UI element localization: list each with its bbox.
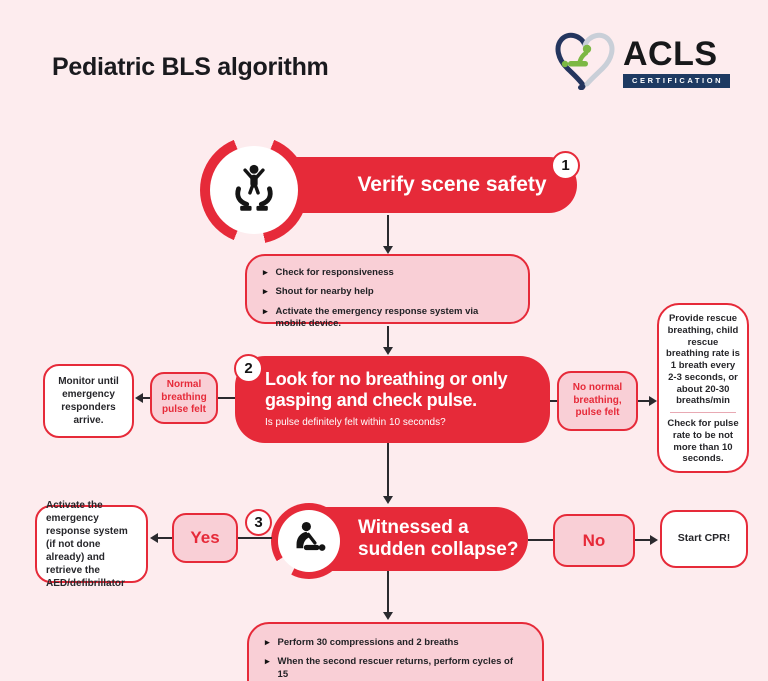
branch2-right-condition: No normal breathing, pulse felt [557, 371, 638, 431]
connector-line [387, 326, 389, 348]
step3-badge: 3 [245, 509, 272, 536]
assess-box: Check for responsiveness Shout for nearb… [245, 254, 530, 329]
branch3-right-condition: No [553, 514, 635, 567]
branch2-left-condition: Normal breathing pulse felt [150, 372, 218, 424]
bullet-arrow-icon [265, 656, 270, 681]
step2-badge: 2 [234, 354, 263, 383]
connector-line [550, 400, 557, 402]
connector-line [143, 397, 150, 399]
arrowhead-left-icon [150, 533, 158, 543]
bullet-arrow-icon [263, 286, 268, 298]
step3-title: Witnessed a sudden collapse? [358, 517, 519, 560]
branch2-left-outcome: Monitor until emergency responders arriv… [43, 364, 134, 438]
step3-icon-circle [278, 510, 340, 572]
connector-line [387, 571, 389, 612]
list-item: Check for responsiveness [263, 267, 512, 279]
step1-badge: 1 [551, 151, 580, 180]
connector-line [635, 539, 650, 541]
branch3-left-outcome: Activate the emergency response system (… [35, 500, 148, 589]
step2-box: Look for no breathing or only gasping an… [235, 356, 550, 443]
step1-icon-circle [210, 146, 298, 234]
arrowhead-left-icon [135, 393, 143, 403]
cpr-icon [288, 518, 330, 565]
connector-line [158, 537, 172, 539]
bullet-arrow-icon [265, 637, 270, 649]
cpr-steps-box: Perform 30 compressions and 2 breaths Wh… [247, 622, 544, 681]
connector-line [238, 537, 272, 539]
arrowhead-down-icon [383, 246, 393, 254]
logo-brand: ACLS [623, 35, 718, 74]
rescue-breathing-text: Provide rescue breathing, child rescue b… [666, 313, 740, 407]
list-item: When the second rescuer returns, perform… [265, 656, 526, 681]
branch2-right-outcome: Provide rescue breathing, child rescue b… [657, 303, 749, 473]
connector-line [387, 443, 389, 496]
arrowhead-down-icon [383, 496, 393, 504]
list-item: Activate the emergency response system v… [263, 306, 512, 331]
step2-title: Look for no breathing or only gasping an… [265, 369, 508, 410]
arrowhead-right-icon [650, 535, 658, 545]
list-item: Perform 30 compressions and 2 breaths [265, 637, 526, 649]
logo-tagline: CERTIFICATION [623, 74, 731, 88]
list-item: Shout for nearby help [263, 286, 512, 298]
arrowhead-down-icon [383, 612, 393, 620]
arrowhead-down-icon [383, 347, 393, 355]
branch3-right-outcome: Start CPR! [660, 510, 748, 568]
divider [670, 412, 736, 414]
page-title: Pediatric BLS algorithm [52, 53, 329, 81]
step1-title: Verify scene safety [357, 173, 547, 196]
connector-line [387, 215, 389, 248]
connector-line [218, 397, 235, 399]
arrowhead-right-icon [649, 396, 657, 406]
bullet-arrow-icon [263, 267, 268, 279]
step2-question: Is pulse definitely felt within 10 secon… [265, 417, 446, 429]
bullet-arrow-icon [263, 306, 268, 331]
heart-cpr-icon [553, 30, 617, 95]
connector-line [528, 539, 553, 541]
branch3-left-condition: Yes [172, 513, 238, 563]
child-safety-icon [228, 162, 280, 219]
acls-logo: ACLS CERTIFICATION [553, 30, 731, 95]
pulse-check-text: Check for pulse rate to be not more than… [667, 418, 739, 465]
connector-line [638, 400, 649, 402]
